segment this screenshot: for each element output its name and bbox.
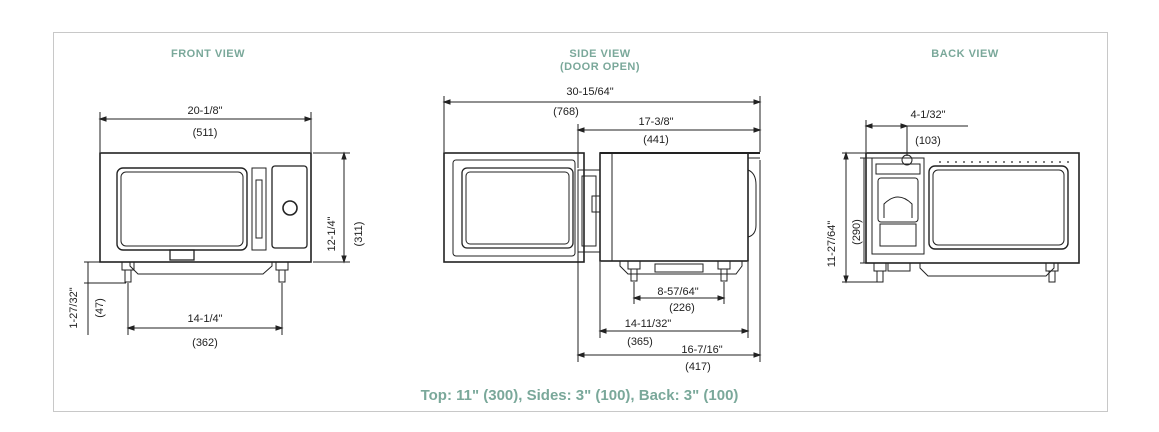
side-open-depth-in: 30-15/64" — [566, 86, 614, 98]
back-height-in: 11-27/64" — [826, 220, 838, 268]
side-depth3-in: 16-7/16" — [681, 344, 723, 356]
front-foot-height-mm: (47) — [94, 298, 106, 318]
back-height-mm: (290) — [851, 219, 863, 245]
back-offset-in: 4-1/32" — [910, 109, 946, 121]
front-view-drawing — [84, 112, 350, 335]
back-view-title: BACK VIEW — [931, 48, 999, 60]
side-view-title: SIDE VIEW (DOOR OPEN) — [540, 48, 660, 74]
front-feet-mm: (362) — [192, 337, 218, 349]
side-view-drawing — [442, 96, 762, 362]
back-view-drawing — [842, 120, 1080, 284]
side-feet-mm: (226) — [669, 302, 695, 314]
front-height-mm: (311) — [353, 221, 365, 247]
clearance-note: Top: 11" (300), Sides: 3" (100), Back: 3… — [420, 387, 739, 404]
front-width-in: 20-1/8" — [187, 105, 223, 117]
front-feet-in: 14-1/4" — [187, 313, 223, 325]
side-body-depth-in: 17-3/8" — [638, 116, 674, 128]
front-view-title: FRONT VIEW — [170, 48, 246, 60]
side-view-title-line1: SIDE VIEW — [569, 48, 631, 60]
side-depth2-mm: (365) — [627, 336, 653, 348]
front-width-mm: (511) — [192, 127, 218, 139]
back-offset-mm: (103) — [915, 135, 941, 147]
front-height-in: 12-1/4" — [326, 216, 338, 252]
side-depth3-mm: (417) — [685, 361, 711, 373]
side-open-depth-mm: (768) — [553, 106, 579, 118]
front-foot-height-in: 1-27/32" — [68, 287, 80, 329]
side-depth2-in: 14-11/32" — [624, 318, 672, 330]
side-view-title-line2: (DOOR OPEN) — [559, 61, 641, 73]
diagram-frame — [53, 32, 1108, 412]
side-body-depth-mm: (441) — [643, 134, 669, 146]
side-feet-in: 8-57/64" — [657, 286, 699, 298]
